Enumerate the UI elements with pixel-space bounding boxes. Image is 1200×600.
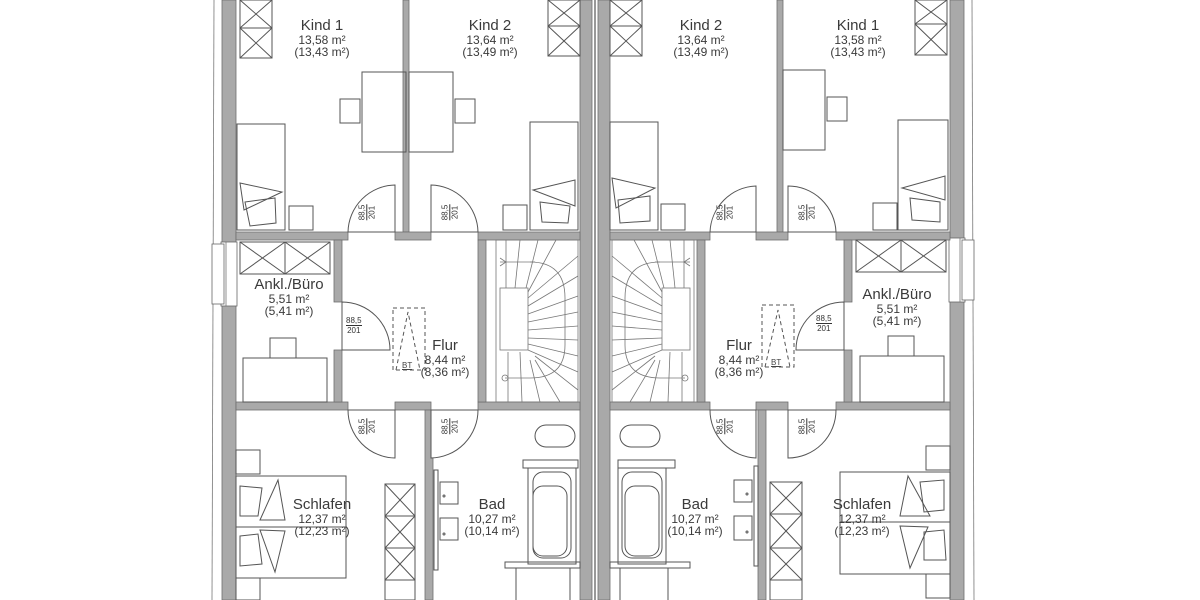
furniture-buero [242, 335, 945, 403]
room-label-flur-left: Flur 8,44 m² (8,36 m²) [420, 337, 470, 380]
bathroom-fixtures-right [609, 424, 759, 600]
room-label-kind2-left: Kind 2 13,64 m² (13,49 m²) [462, 17, 518, 60]
wall-stair-left [477, 239, 487, 403]
wardrobe-buero-left [239, 241, 331, 275]
wall-kind1-bottom [235, 231, 349, 241]
door-bad-right [709, 409, 757, 459]
door-kind1-left [347, 184, 396, 233]
furniture-schlafen-left [235, 449, 347, 600]
room-label-kind1-left: Kind 1 13,58 m² (13,43 m²) [294, 17, 350, 60]
furniture-schlafen-right [839, 445, 951, 599]
wall-buero-right [333, 239, 343, 303]
wall-schlafen-bad [424, 409, 434, 600]
room-label-flur-right: Flur 8,44 m² (8,36 m²) [714, 337, 764, 380]
room-label-kind1-right: Kind 1 13,58 m² (13,43 m²) [830, 17, 886, 60]
attic-hatch-label-left: BT [402, 361, 413, 370]
staircase-right [611, 239, 695, 403]
wardrobe-kind2-left [547, 0, 581, 57]
wardrobe-kind1-left [239, 0, 273, 59]
attic-hatch-label-right: BT [771, 358, 782, 367]
door-kind2-right [709, 185, 757, 233]
furniture-kind-right [609, 69, 949, 231]
wardrobe-schlafen-right [769, 481, 803, 600]
door-schlafen-left [347, 409, 396, 459]
bathroom-fixtures-left [433, 424, 581, 600]
room-label-schlafen-right: Schlafen 12,37 m² (12,23 m²) [832, 496, 892, 539]
attic-hatch-right [761, 304, 795, 368]
room-label-bad-right: Bad 10,27 m² (10,14 m²) [667, 496, 723, 539]
room-label-kind2-right: Kind 2 13,64 m² (13,49 m²) [673, 17, 729, 60]
room-label-schlafen-left: Schlafen 12,37 m² (12,23 m²) [292, 496, 352, 539]
door-schlafen-right [787, 409, 837, 459]
door-kind1-right [787, 185, 837, 233]
wardrobe-kind1-right [914, 0, 948, 56]
door-swings [341, 184, 845, 459]
wall-kind2-kind1 [776, 0, 784, 233]
door-kind2-left [430, 184, 479, 233]
room-label-buero-right: Ankl./Büro 5,51 m² (5,41 m²) [862, 286, 932, 329]
wardrobe-kind2-right [609, 0, 643, 57]
room-label-buero-left: Ankl./Büro 5,51 m² (5,41 m²) [254, 276, 324, 319]
party-wall-right-half [597, 0, 611, 600]
room-label-bad-left: Bad 10,27 m² (10,14 m²) [464, 496, 520, 539]
wardrobe-buero-right [855, 239, 947, 273]
door-bad-left [430, 409, 479, 459]
wardrobe-schlafen-left [384, 483, 416, 600]
party-wall-left-half [579, 0, 593, 600]
wall-schlafen-top [235, 401, 349, 411]
door-buero-left [341, 301, 391, 351]
furniture-kind-left [236, 71, 579, 231]
door-buero-right [795, 301, 845, 351]
attic-hatch-left [392, 307, 426, 371]
staircase-left [495, 239, 579, 403]
